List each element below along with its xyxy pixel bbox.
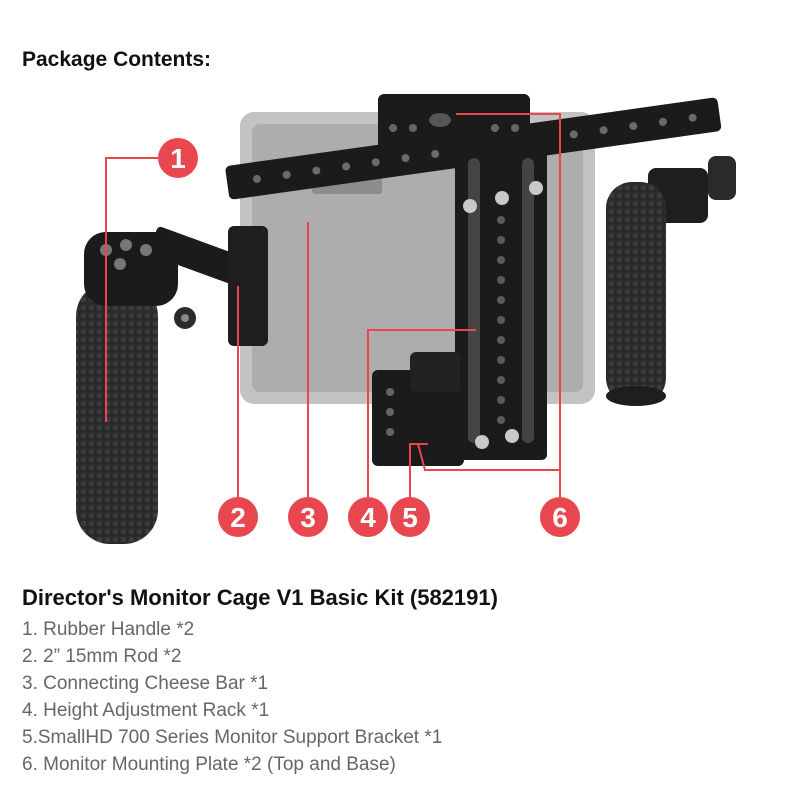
callout-leaders: [105, 113, 561, 498]
callout-5: 5: [390, 497, 430, 537]
callout-1: 1: [158, 138, 198, 178]
callout-4: 4: [348, 497, 388, 537]
height-adjustment-rack: [443, 140, 547, 460]
list-item: 6. Monitor Mounting Plate *2 (Top and Ba…: [22, 754, 396, 775]
right-rubber-handle: [606, 182, 666, 406]
package-contents-list: 1. Rubber Handle *2 2. 2” 15mm Rod *2 3.…: [22, 616, 442, 778]
monitor-support-bracket: [372, 352, 464, 466]
list-item: 3. Connecting Cheese Bar *1: [22, 673, 269, 694]
top-mounting-plate: [378, 94, 530, 150]
svg-text:4: 4: [360, 502, 376, 533]
product-figure: 1 2 3 4 5 6: [76, 94, 736, 544]
kit-title: Director's Monitor Cage V1 Basic Kit (58…: [22, 585, 498, 610]
callout-6: 6: [540, 497, 580, 537]
left-rubber-handle: [76, 232, 178, 544]
list-item: 4. Height Adjustment Rack *1: [22, 700, 270, 721]
callout-3: 3: [288, 497, 328, 537]
list-item: 2. 2” 15mm Rod *2: [22, 646, 182, 667]
list-item: 1. Rubber Handle *2: [22, 619, 195, 640]
svg-text:1: 1: [170, 143, 186, 174]
page-heading: Package Contents:: [22, 48, 212, 71]
svg-text:2: 2: [230, 502, 246, 533]
svg-text:5: 5: [402, 502, 418, 533]
svg-text:3: 3: [300, 502, 316, 533]
callout-2: 2: [218, 497, 258, 537]
list-item: 5.SmallHD 700 Series Monitor Support Bra…: [22, 727, 443, 748]
svg-text:6: 6: [552, 502, 568, 533]
